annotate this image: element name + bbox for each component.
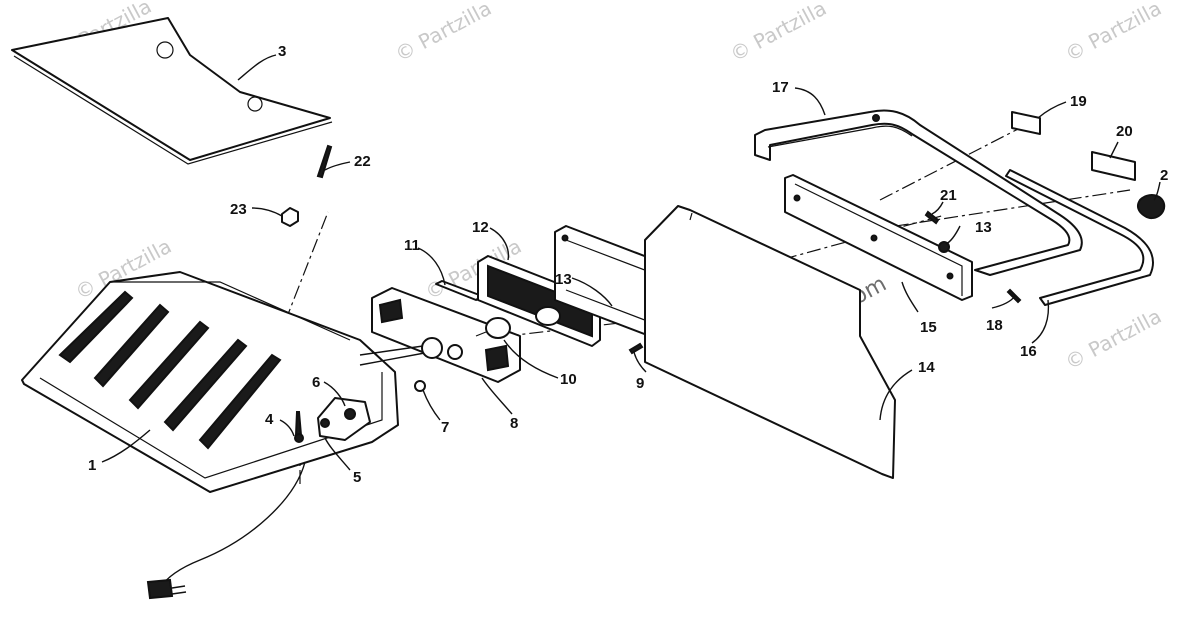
callout-9: 9	[636, 375, 644, 392]
watermark: © Partzilla	[1061, 0, 1165, 66]
part-12-lens	[477, 255, 601, 347]
callout-4: 4	[265, 411, 274, 428]
part-3-cover-plate	[11, 17, 333, 165]
part-9-screw	[628, 342, 644, 355]
part-17-frame	[754, 109, 1083, 276]
callout-15: 15	[920, 319, 937, 336]
callout-6: 6	[312, 374, 320, 391]
callout-3: 3	[278, 43, 286, 60]
callout-5: 5	[353, 469, 361, 486]
part-14-flap	[644, 205, 896, 479]
callout-19: 19	[1070, 93, 1087, 110]
part-7-nut	[414, 380, 426, 392]
callout-14: 14	[918, 359, 935, 376]
part-1-housing	[21, 271, 399, 600]
part-16-trim	[1005, 169, 1154, 306]
part-18-screw	[1006, 288, 1022, 304]
leader-lines	[101, 54, 1161, 471]
callout-11: 11	[404, 237, 420, 254]
callout-12: 12	[472, 219, 489, 236]
callout-18: 18	[986, 317, 1003, 334]
callout-numbers: 1 2 3 4 5 6 7 8 9 10 11 12 13 13 14 15 1…	[88, 43, 1168, 486]
part-20-decal	[1091, 151, 1136, 181]
callout-22: 22	[354, 153, 371, 170]
callout-7: 7	[441, 419, 449, 436]
part-4-screw	[294, 411, 304, 443]
part-2-knob	[1136, 194, 1166, 220]
part-23-nut	[281, 207, 299, 227]
callout-2: 2	[1160, 167, 1168, 184]
callout-17: 17	[772, 79, 789, 96]
part-10-bulb	[475, 317, 511, 339]
part-22-screw	[316, 144, 333, 179]
callout-8: 8	[510, 415, 518, 432]
callout-13a: 13	[555, 271, 572, 288]
part-19-decal	[1011, 111, 1041, 135]
callout-1: 1	[88, 457, 96, 474]
part-15-bar	[784, 174, 973, 301]
callout-23: 23	[230, 201, 247, 218]
watermark: © Partzilla	[1061, 304, 1165, 375]
watermark: © Partzilla	[726, 0, 830, 66]
part-8-bracket	[359, 287, 521, 383]
callout-13b: 13	[975, 219, 992, 236]
callout-20: 20	[1116, 123, 1133, 140]
callout-21: 21	[940, 187, 957, 204]
callout-16: 16	[1020, 343, 1037, 360]
callout-10: 10	[560, 371, 577, 388]
watermark: © Partzilla	[391, 0, 495, 66]
part-21-screw	[924, 210, 940, 225]
